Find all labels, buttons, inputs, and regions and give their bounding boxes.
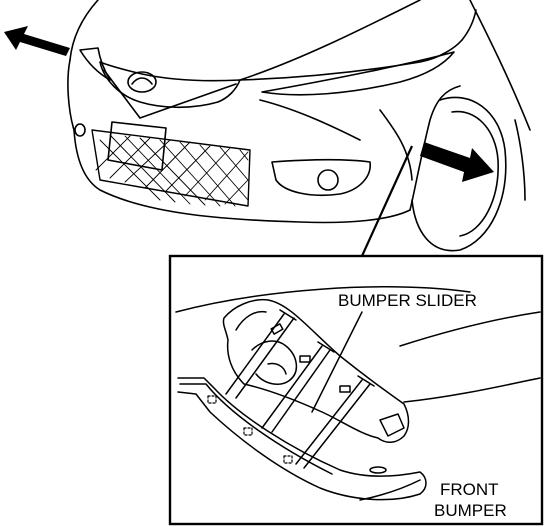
front-wheel — [411, 96, 507, 252]
bumper-slider-part — [222, 298, 410, 443]
headlight-left — [79, 47, 111, 81]
front-bumper-label-line1: FRONT — [440, 480, 499, 499]
arrow-right-icon — [420, 142, 494, 182]
fog-light — [317, 169, 339, 191]
bumper-slider-callout — [311, 311, 363, 413]
fog-light-housing — [271, 158, 371, 197]
lower-grille-mesh — [91, 129, 251, 207]
front-bumper-edge — [177, 377, 427, 501]
detail-leader-line — [360, 145, 414, 257]
bumper-slider-label: BUMPER SLIDER — [338, 291, 477, 310]
upper-grille — [99, 61, 241, 109]
car-front-illustration — [67, 0, 531, 252]
detail-inset-drawing — [175, 286, 541, 501]
mazda-emblem-icon — [127, 71, 157, 93]
headlight-right — [261, 51, 455, 96]
fog-light-left — [74, 123, 86, 137]
arrow-left-icon — [4, 26, 70, 56]
front-bumper-label-line2: BUMPER — [434, 501, 507, 520]
front-bumper-callout — [359, 479, 421, 501]
